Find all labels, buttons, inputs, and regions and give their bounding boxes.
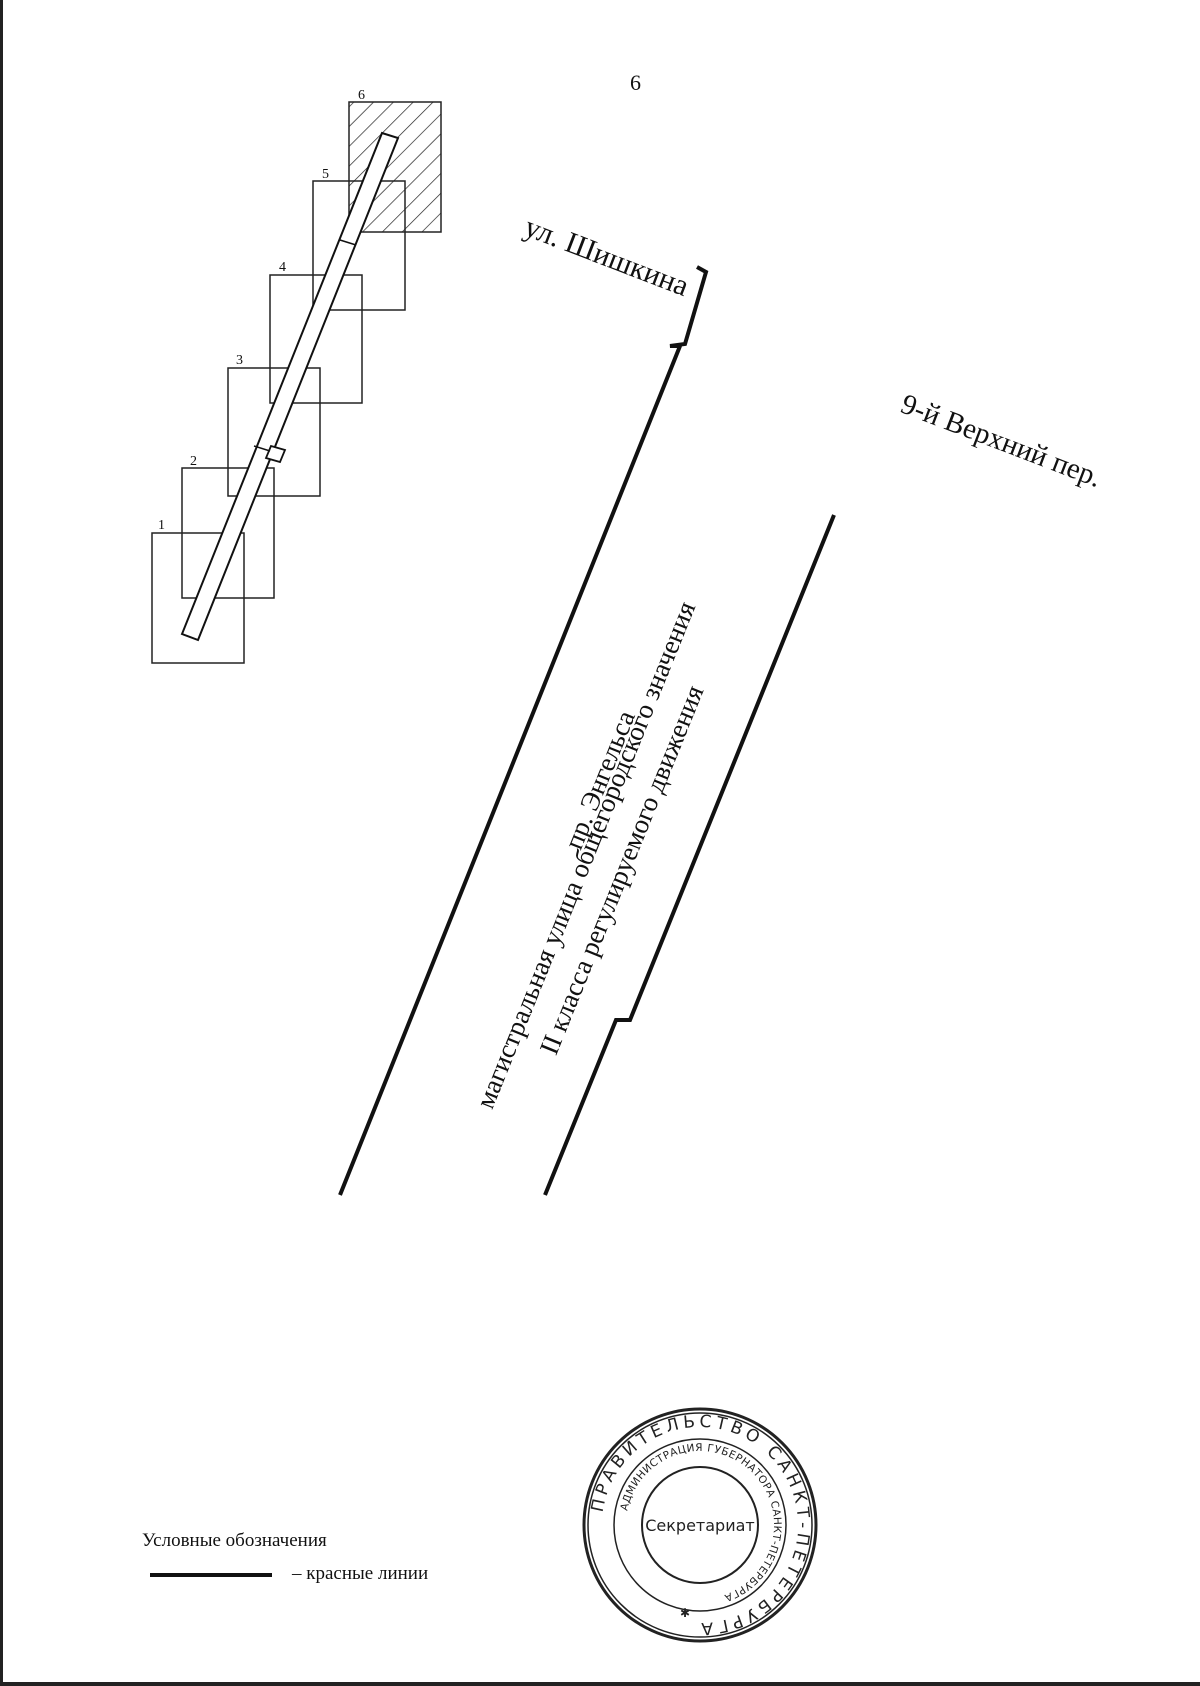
land-plot-strip [180,131,400,642]
red-line-west [338,265,709,1196]
stamp-center-text: Секретариат [645,1516,754,1535]
plot-number-1: 1 [158,518,165,533]
page-frame-bottom [0,1682,1200,1686]
strip-notch [264,444,287,464]
plot-square-3 [227,367,321,497]
plot-number-4: 4 [279,260,286,275]
red-lines [338,265,836,1196]
red-line-east [543,514,836,1196]
stamp-star-icon: ✱ [680,1606,690,1620]
page-number: 6 [630,70,641,95]
plot-number-3: 3 [236,353,243,368]
plot-number-2: 2 [190,454,197,469]
legend-red-lines-label: – красные линии [292,1563,429,1584]
official-seal-stamp: ПРАВИТЕЛЬСТВО САНКТ-ПЕТЕРБУРГА АДМИНИСТР… [580,1405,820,1645]
page-frame-left [0,0,3,1686]
strip-joint-1 [253,445,271,452]
plot-square-4 [269,274,363,404]
legend-title: Условные обозначения [142,1530,327,1551]
plot-number-5: 5 [322,167,329,182]
plot-number-6: 6 [358,88,365,103]
legend-red-line-sample [150,1573,272,1577]
strip-joint-2 [339,239,357,246]
